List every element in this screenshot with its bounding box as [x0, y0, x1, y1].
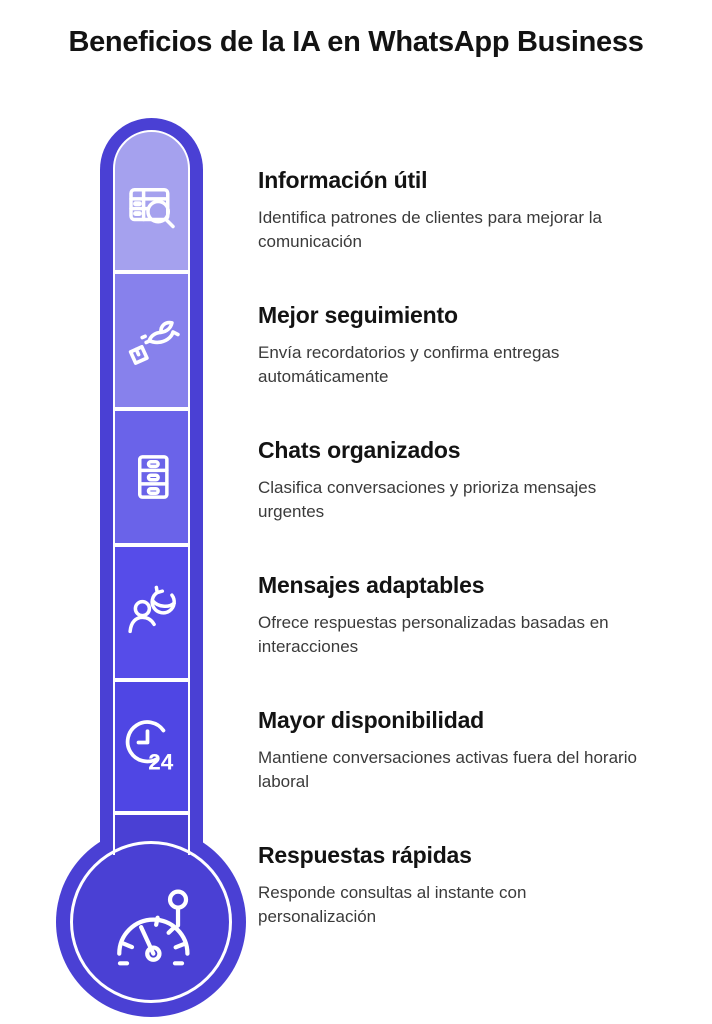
section-informacion-util: Información útil Identifica patrones de … [258, 167, 658, 254]
segment-informacion-util [113, 130, 190, 272]
section-heading: Mejor seguimiento [258, 302, 458, 328]
segment-mayor-disponibilidad: 24 [113, 680, 190, 813]
section-heading: Mensajes adaptables [258, 572, 485, 598]
drawer-cabinet-icon [137, 455, 169, 499]
person-sync-icon [127, 585, 176, 633]
table-search-icon [128, 188, 175, 229]
segment-chats-organizados [113, 409, 190, 545]
segment-mensajes-adaptables [113, 545, 190, 680]
clock-24-label: 24 [148, 749, 174, 774]
bulb-inner-ring [70, 841, 232, 1003]
section-mejor-seguimiento: Mejor seguimiento Envía recordatorios y … [258, 302, 658, 389]
gauge-icon [117, 889, 190, 966]
dove-delivery-icon [128, 320, 180, 365]
section-description: Identifica patrones de clientes para mej… [258, 208, 602, 252]
section-description: Ofrece respuestas personalizadas basadas… [258, 613, 609, 657]
section-chats-organizados: Chats organizados Clasifica conversacion… [258, 437, 658, 524]
section-description: Mantiene conversaciones activas fuera de… [258, 748, 637, 792]
section-heading: Información útil [258, 167, 428, 193]
section-heading: Mayor disponibilidad [258, 707, 485, 733]
section-heading: Chats organizados [258, 437, 461, 463]
section-description: Envía recordatorios y confirma entregas … [258, 343, 560, 387]
thermometer-segments: 24 [113, 130, 190, 855]
clock-24-icon: 24 [125, 719, 174, 774]
section-heading: Respuestas rápidas [258, 842, 472, 868]
section-description: Responde consultas al instante con perso… [258, 883, 527, 927]
segment-mejor-seguimiento [113, 272, 190, 409]
section-respuestas-rapidas: Respuestas rápidas Responde consultas al… [258, 842, 658, 929]
section-description: Clasifica conversaciones y prioriza mens… [258, 478, 597, 522]
page-title: Beneficios de la IA en WhatsApp Business [68, 26, 644, 58]
section-mayor-disponibilidad: Mayor disponibilidad Mantiene conversaci… [258, 707, 658, 794]
section-mensajes-adaptables: Mensajes adaptables Ofrece respuestas pe… [258, 572, 658, 659]
bulb-icon-wrap [104, 882, 198, 981]
